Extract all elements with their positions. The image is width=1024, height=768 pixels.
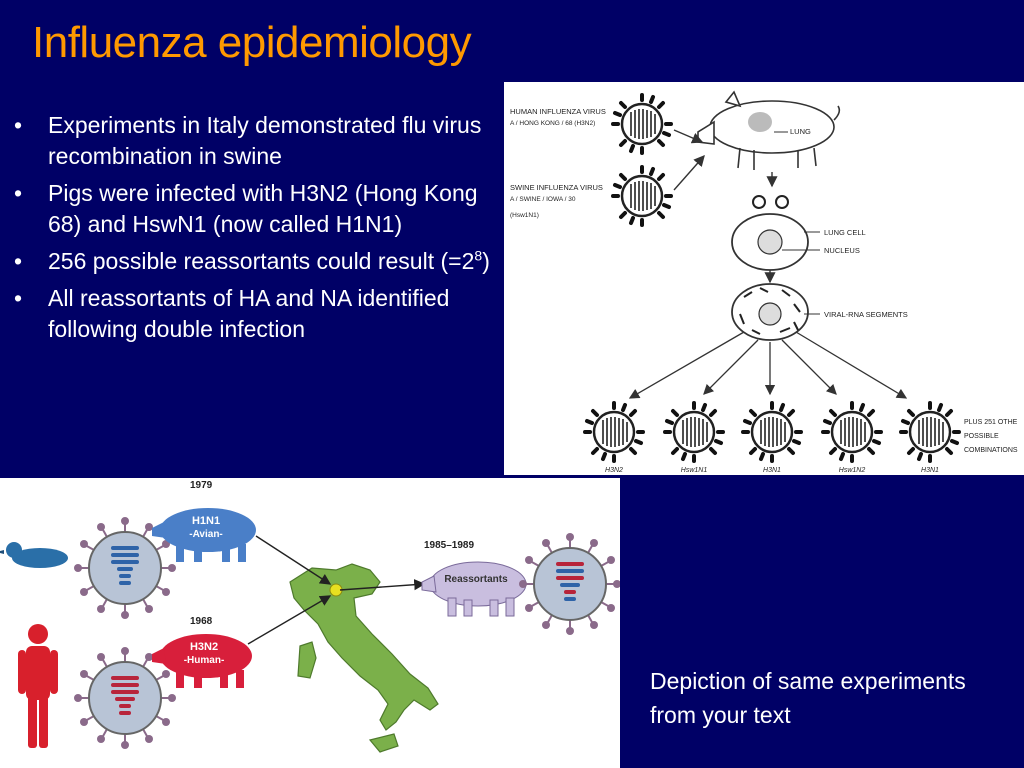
progeny-label: H3N1: [921, 467, 939, 474]
combinations-label: COMBINATIONS: [964, 447, 1018, 454]
progeny-virus-icon: [821, 401, 883, 463]
progeny-virus-icon: [583, 401, 645, 463]
combinations-label: POSSIBLE: [964, 433, 999, 440]
duck-icon: [0, 542, 68, 568]
reassortant-pig-icon: [421, 561, 527, 617]
reassortment-diagram: HUMAN INFLUENZA VIRUS A / HONG KONG / 68…: [504, 82, 1024, 475]
swine-virus-strain: A / SWINE / IOWA / 30: [510, 196, 576, 203]
bullet-item: • All reassortants of HA and NA identifie…: [14, 283, 494, 345]
year-label: 1985–1989: [424, 540, 474, 551]
progeny-label: Hsw1N1: [681, 467, 708, 474]
bullet-dot: •: [14, 248, 23, 274]
progeny-label: H3N2: [605, 467, 623, 474]
exponent: 8: [474, 247, 483, 264]
bullet-text: All reassortants of HA and NA identified…: [48, 285, 450, 342]
bullet-list: • Experiments in Italy demonstrated flu v…: [14, 110, 494, 351]
human-figure-icon: [18, 624, 58, 748]
bullet-dot: •: [14, 285, 23, 311]
human-pig-label: -Human-: [184, 655, 225, 666]
bullet-text-end: ): [482, 248, 490, 274]
year-label: 1979: [190, 480, 213, 491]
swine-virus-subtype: (Hsw1N1): [510, 212, 539, 219]
figure-caption: Depiction of same experiments from your …: [650, 668, 966, 728]
year-label: 1968: [190, 616, 213, 627]
avian-pig-label: -Avian-: [189, 529, 223, 540]
italy-reassortment-illustration: 1979 1968 1985–1989 H1N1 -Avian- H3N2 -H…: [0, 478, 620, 768]
progeny-virus-icon: [899, 401, 961, 463]
human-pig-label: H3N2: [190, 641, 218, 653]
nucleus: [757, 229, 783, 255]
bullet-text: Experiments in Italy demonstrated flu vi…: [48, 112, 482, 169]
swine-virus-icon: [611, 165, 673, 227]
bullet-dot: •: [14, 180, 23, 206]
human-pig-icon: [152, 634, 252, 688]
progeny-virus-icon: [741, 401, 803, 463]
bullet-item: • Pigs were infected with H3N2 (Hong Kong…: [14, 178, 494, 240]
avian-pig-label: H1N1: [192, 515, 220, 527]
bullet-dot: •: [14, 112, 23, 138]
swine-virus-label: SWINE INFLUENZA VIRUS: [510, 183, 603, 192]
human-virus-strain: A / HONG KONG / 68 (H3N2): [510, 120, 595, 127]
rna-segments: [739, 287, 801, 335]
progeny-label: Hsw1N2: [839, 467, 866, 474]
pig-icon: [697, 90, 841, 170]
lung-label: LUNG: [790, 127, 811, 136]
bullet-item: • 256 possible reassortants could result …: [14, 246, 494, 277]
reassortant-pig-label: Reassortants: [444, 574, 508, 585]
lung-cell-label: LUNG CELL: [824, 228, 866, 237]
progeny-label: H3N1: [763, 467, 781, 474]
nucleus-label: NUCLEUS: [824, 246, 860, 255]
bullet-item: • Experiments in Italy demonstrated flu v…: [14, 110, 494, 172]
segments-label: VIRAL-RNA SEGMENTS: [824, 310, 908, 319]
bullet-text: Pigs were infected with H3N2 (Hong Kong …: [48, 180, 478, 237]
bullet-text: 256 possible reassortants could result (…: [48, 248, 475, 274]
avian-pig-icon: [152, 508, 256, 562]
slide-title: Influenza epidemiology: [32, 18, 472, 67]
italy-map: [289, 563, 439, 753]
human-virus-icon: [611, 93, 673, 155]
reassortant-virus-icon: [518, 532, 620, 636]
human-virus-label: HUMAN INFLUENZA VIRUS: [510, 107, 606, 116]
combinations-label: PLUS 251 OTHE: [964, 419, 1018, 426]
progeny-virus-icon: [663, 401, 725, 463]
